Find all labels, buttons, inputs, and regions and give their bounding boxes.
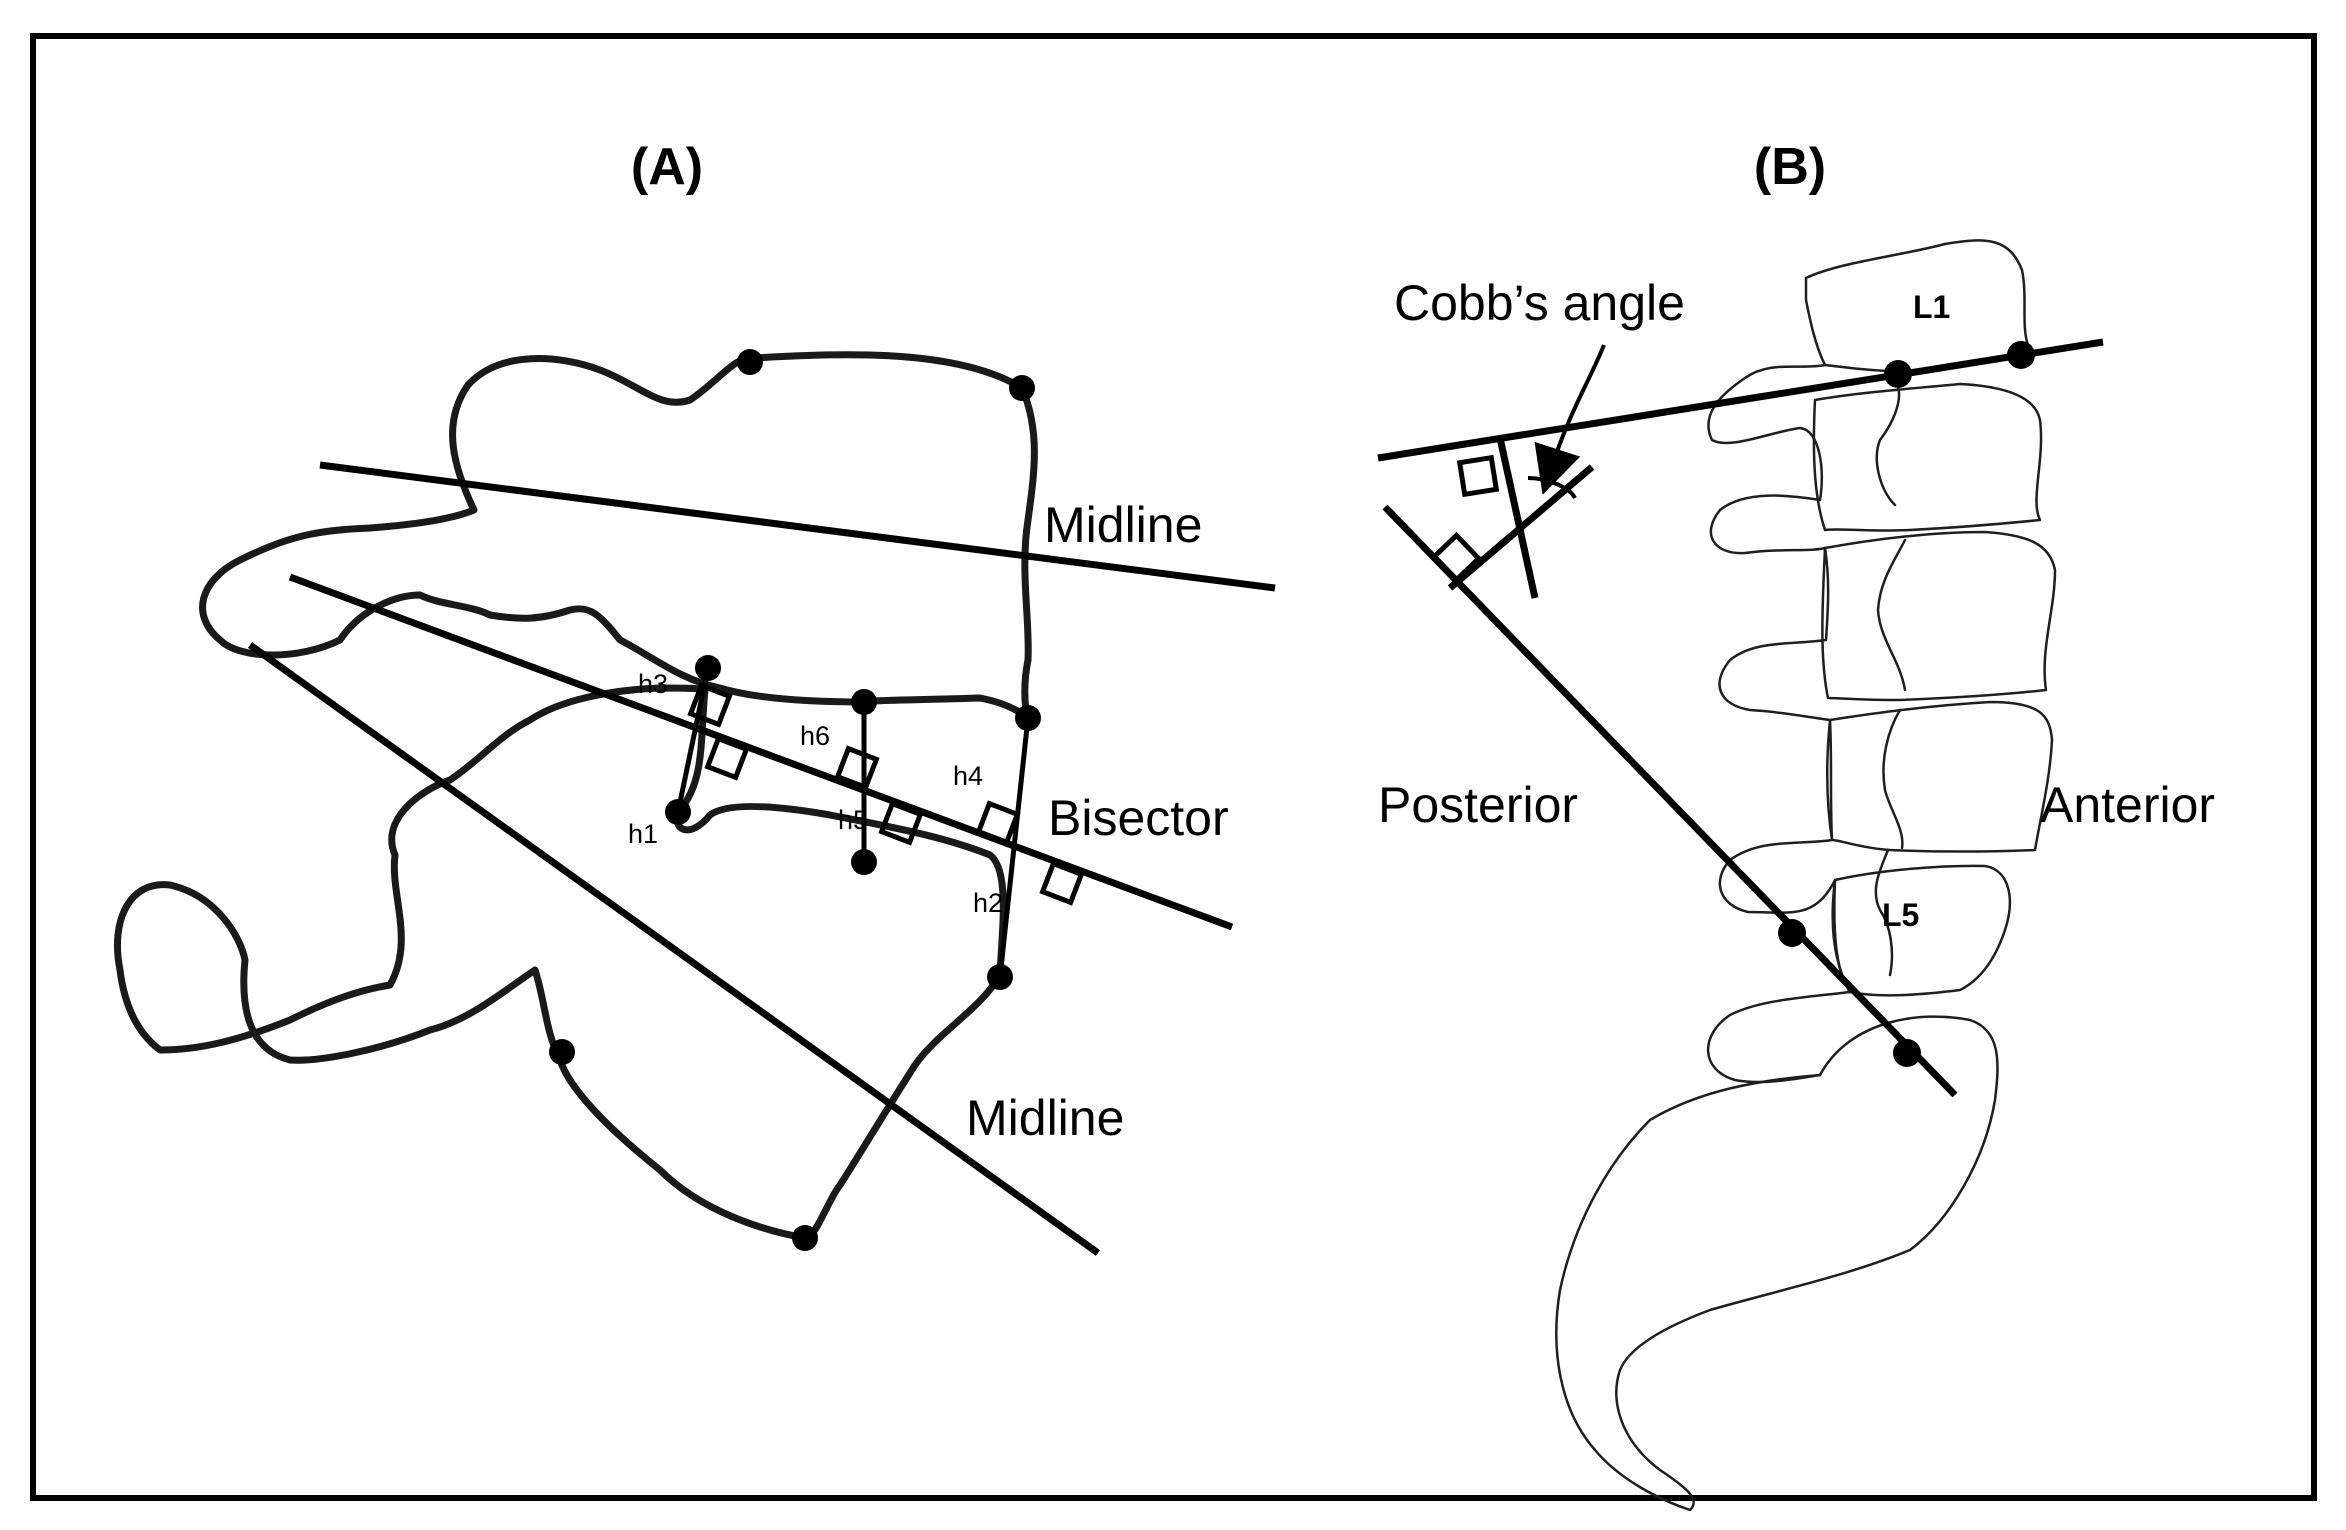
midline-upper-label: Midline bbox=[1044, 497, 1202, 553]
cobb-angle-pointer-arrow bbox=[1534, 344, 1606, 495]
cobbs-angle-label: Cobb’s angle bbox=[1394, 275, 1685, 331]
landmark-dot bbox=[851, 849, 877, 875]
h1-h3-segment bbox=[675, 667, 711, 813]
perpendicular-to-l1-line bbox=[1496, 437, 1539, 599]
landmark-dot bbox=[2007, 341, 2035, 369]
h1-label: h1 bbox=[628, 819, 658, 849]
l5-label: L5 bbox=[1882, 897, 1919, 933]
right-angle-marker-h1 bbox=[704, 735, 750, 781]
midline-lower-label: Midline bbox=[966, 1090, 1124, 1146]
h2-label: h2 bbox=[973, 888, 1003, 918]
perpendicular-to-l5-line bbox=[1447, 464, 1595, 591]
sacrum-outline bbox=[1555, 1015, 1999, 1512]
h3-label: h3 bbox=[638, 669, 668, 699]
lower-vertebra-outline bbox=[113, 684, 1007, 1242]
posterior-label: Posterior bbox=[1378, 777, 1578, 833]
midline-lower-line bbox=[247, 642, 1101, 1256]
landmark-dot bbox=[737, 349, 763, 375]
vertebra-l5-outline bbox=[1833, 864, 2012, 997]
h4-label: h4 bbox=[953, 761, 983, 791]
figure-border bbox=[30, 33, 2317, 1501]
right-angle-marker-h3 bbox=[687, 682, 733, 728]
vertebra-l2-outline bbox=[1812, 382, 2043, 532]
right-angle-marker-h2 bbox=[1039, 860, 1085, 906]
right-angle-marker-h4 bbox=[975, 800, 1021, 846]
h2-h4-segment bbox=[997, 717, 1031, 978]
landmark-dot bbox=[1893, 1039, 1921, 1067]
panel-a: (A) Midline Bisector Midli bbox=[113, 138, 1276, 1256]
landmark-dot bbox=[1778, 919, 1806, 947]
right-angle-marker-l5 bbox=[1429, 531, 1483, 585]
h6-label: h6 bbox=[800, 721, 830, 751]
bisector-line bbox=[288, 573, 1234, 931]
panel-b-title: (B) bbox=[1754, 138, 1826, 196]
vertebra-l4-outline bbox=[1825, 700, 2054, 853]
panel-b: (B) Cobb’s angle L1 L5 Posterio bbox=[1377, 138, 2215, 1512]
landmark-dot bbox=[695, 655, 721, 681]
vertebra-l3-outline bbox=[1821, 530, 2057, 702]
right-angle-marker-l1 bbox=[1456, 454, 1500, 498]
posterior-elements-outline bbox=[1706, 363, 1852, 1084]
midline-upper-line bbox=[319, 461, 1276, 592]
facet-joint-outline bbox=[1874, 378, 1907, 977]
cobb-angle-arc bbox=[1527, 476, 1577, 500]
panel-a-title: (A) bbox=[631, 138, 703, 196]
right-angle-marker-h5 bbox=[878, 800, 924, 846]
h5-label: h5 bbox=[838, 805, 868, 835]
right-angle-marker-h6 bbox=[834, 745, 880, 791]
landmark-dot bbox=[1009, 375, 1035, 401]
landmark-dot bbox=[851, 689, 877, 715]
landmark-dot bbox=[665, 799, 691, 825]
l1-label: L1 bbox=[1913, 289, 1950, 325]
landmark-dot bbox=[987, 964, 1013, 990]
landmark-dot bbox=[1015, 705, 1041, 731]
bisector-label: Bisector bbox=[1048, 790, 1229, 846]
l5-endplate-line bbox=[1382, 504, 1958, 1098]
landmark-dot bbox=[792, 1225, 818, 1251]
landmark-dot bbox=[1884, 360, 1912, 388]
anterior-label: Anterior bbox=[2040, 777, 2215, 833]
upper-vertebra-outline bbox=[199, 351, 1038, 724]
landmark-dot bbox=[549, 1039, 575, 1065]
